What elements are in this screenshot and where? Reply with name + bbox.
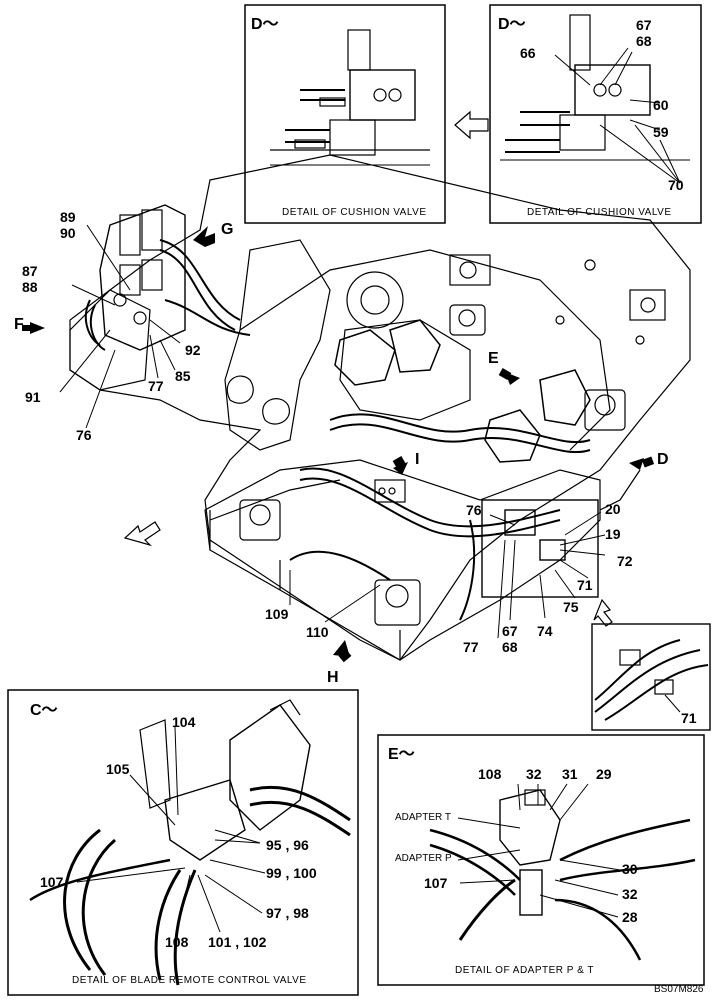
callout-31: 31 bbox=[562, 766, 578, 782]
callout-85: 85 bbox=[175, 368, 191, 384]
callout-104: 104 bbox=[172, 714, 196, 730]
callout-108-blade: 108 bbox=[165, 934, 189, 950]
callout-71-main: 71 bbox=[577, 577, 593, 593]
callout-30: 30 bbox=[622, 861, 638, 877]
control-valve-block bbox=[69, 204, 251, 391]
callout-32-bottom: 32 bbox=[622, 886, 638, 902]
callout-68-top: 68 bbox=[636, 33, 652, 49]
drawing-code: BS07M826 bbox=[654, 984, 704, 995]
callout-77-left: 77 bbox=[148, 378, 164, 394]
upper-frame bbox=[69, 154, 691, 661]
callout-99-100: 99 , 100 bbox=[266, 865, 317, 881]
inset-cushion-left-title: D～ bbox=[251, 16, 279, 33]
inset-adapter-caption: DETAIL OF ADAPTER P & T bbox=[455, 965, 594, 976]
callout-67-top: 67 bbox=[636, 17, 652, 33]
adapter-p-label: ADAPTER P bbox=[395, 853, 452, 864]
callout-92: 92 bbox=[185, 342, 201, 358]
view-letter-g: G bbox=[221, 221, 234, 238]
inset-cushion-right-title: D～ bbox=[498, 16, 526, 33]
adapter-t-label: ADAPTER T bbox=[395, 812, 451, 823]
inset-blade-title: C～ bbox=[30, 702, 58, 719]
view-letter-f: F bbox=[14, 316, 24, 333]
callout-60: 60 bbox=[653, 97, 669, 113]
inset-cushion-left bbox=[244, 4, 446, 224]
callout-20: 20 bbox=[605, 501, 621, 517]
callout-76-left: 76 bbox=[76, 427, 92, 443]
callout-95-96: 95 , 96 bbox=[266, 837, 309, 853]
inset-detail-71 bbox=[591, 623, 711, 731]
callout-66: 66 bbox=[520, 45, 536, 61]
leader-lines-main bbox=[59, 224, 606, 639]
callout-90: 90 bbox=[60, 225, 76, 241]
callout-101-102: 101 , 102 bbox=[208, 934, 267, 950]
inset-cushion-left-caption: DETAIL OF CUSHION VALVE bbox=[282, 207, 427, 218]
callout-32-top: 32 bbox=[526, 766, 542, 782]
callout-59: 59 bbox=[653, 124, 669, 140]
callout-19: 19 bbox=[605, 526, 621, 542]
hollow-arrows bbox=[123, 110, 613, 627]
inset-cushion-right bbox=[489, 4, 702, 224]
callout-29: 29 bbox=[596, 766, 612, 782]
callout-87: 87 bbox=[22, 263, 38, 279]
inset-blade-valve bbox=[7, 689, 359, 996]
callout-110: 110 bbox=[306, 624, 329, 640]
view-letter-h: H bbox=[327, 669, 339, 686]
inset-blade-caption: DETAIL OF BLADE REMOTE CONTROL VALVE bbox=[72, 975, 307, 986]
callout-71-inset: 71 bbox=[681, 710, 697, 726]
callout-91: 91 bbox=[25, 389, 41, 405]
callout-72: 72 bbox=[617, 553, 633, 569]
callout-76-right: 76 bbox=[466, 502, 482, 518]
callout-89: 89 bbox=[60, 209, 76, 225]
callout-74: 74 bbox=[537, 623, 553, 639]
callout-105: 105 bbox=[106, 761, 130, 777]
inset-cushion-right-caption: DETAIL OF CUSHION VALVE bbox=[527, 207, 672, 218]
callout-67-main: 67 bbox=[502, 623, 518, 639]
inset-adapter-title: E～ bbox=[388, 746, 415, 763]
callout-68-main: 68 bbox=[502, 639, 518, 655]
callout-97-98: 97 , 98 bbox=[266, 905, 309, 921]
inset-adapter bbox=[377, 734, 705, 986]
view-letter-e: E bbox=[488, 350, 499, 367]
callout-75: 75 bbox=[563, 599, 579, 615]
callout-108-adapter: 108 bbox=[478, 766, 502, 782]
callout-70: 70 bbox=[668, 177, 684, 193]
callout-109: 109 bbox=[265, 606, 289, 622]
view-arrows bbox=[22, 226, 655, 663]
view-letter-i: I bbox=[415, 451, 420, 468]
callout-107-blade: 107 bbox=[40, 874, 64, 890]
callout-28: 28 bbox=[622, 909, 638, 925]
callout-77-right: 77 bbox=[463, 639, 479, 655]
view-letter-d: D bbox=[657, 451, 669, 468]
callout-107-adapter: 107 bbox=[424, 875, 448, 891]
callout-88: 88 bbox=[22, 279, 38, 295]
